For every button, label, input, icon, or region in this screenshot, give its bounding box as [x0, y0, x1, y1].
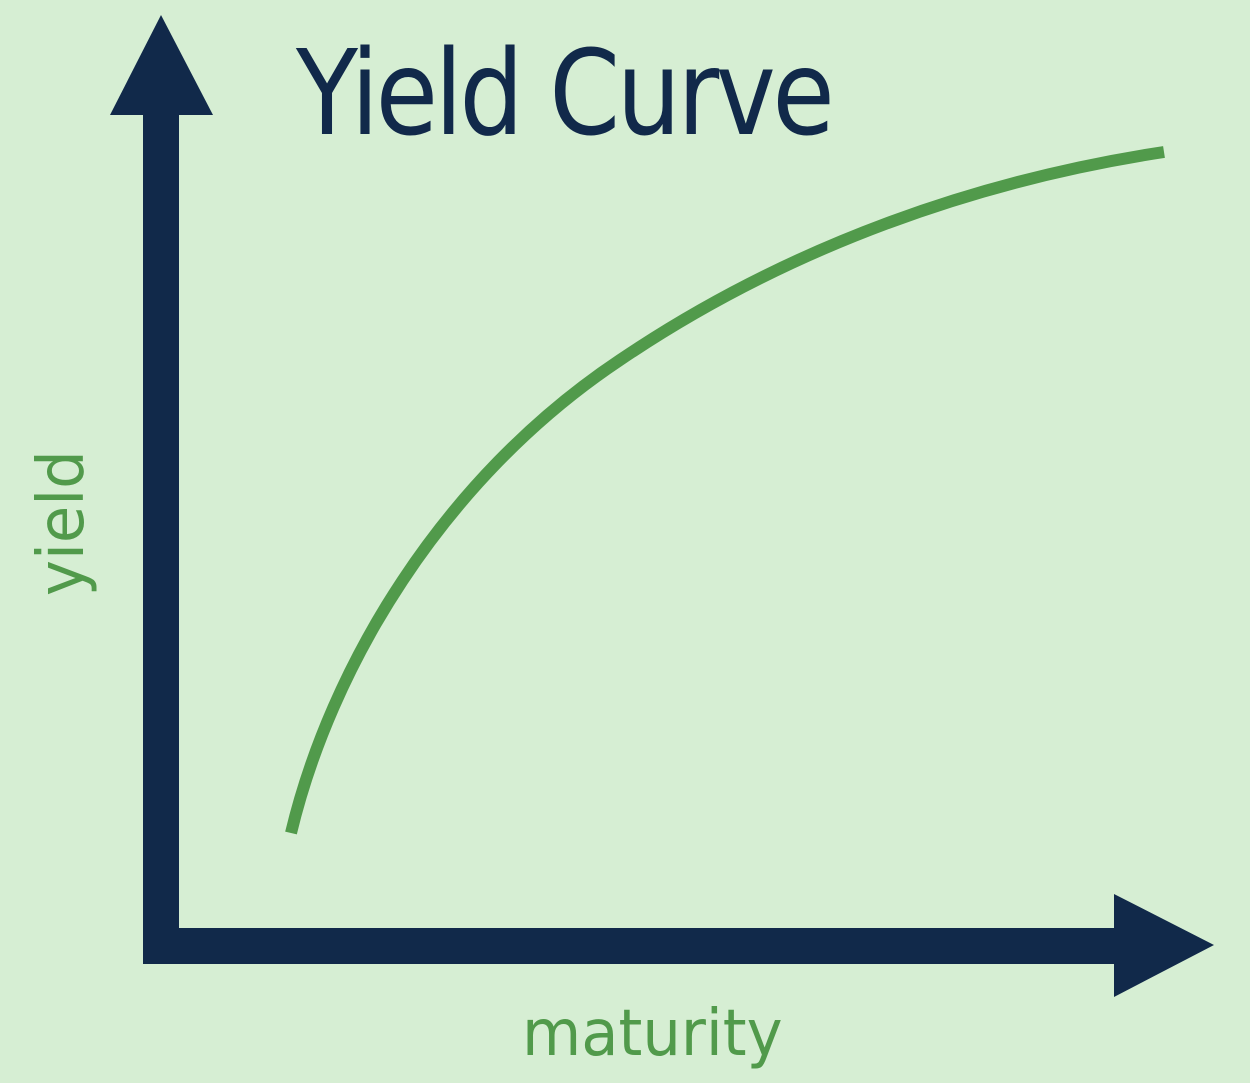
x-axis-arrowhead-icon: [1114, 894, 1214, 997]
y-axis: [110, 15, 213, 964]
y-axis-arrowhead-icon: [110, 15, 213, 115]
yield-curve-line: [285, 146, 1165, 835]
y-axis-shaft: [143, 110, 179, 964]
x-axis-label: maturity: [522, 997, 783, 1071]
x-axis-shaft: [143, 928, 1123, 964]
y-axis-label: yield: [25, 450, 99, 596]
chart-title: Yield Curve: [296, 24, 835, 162]
x-axis: [143, 894, 1214, 997]
